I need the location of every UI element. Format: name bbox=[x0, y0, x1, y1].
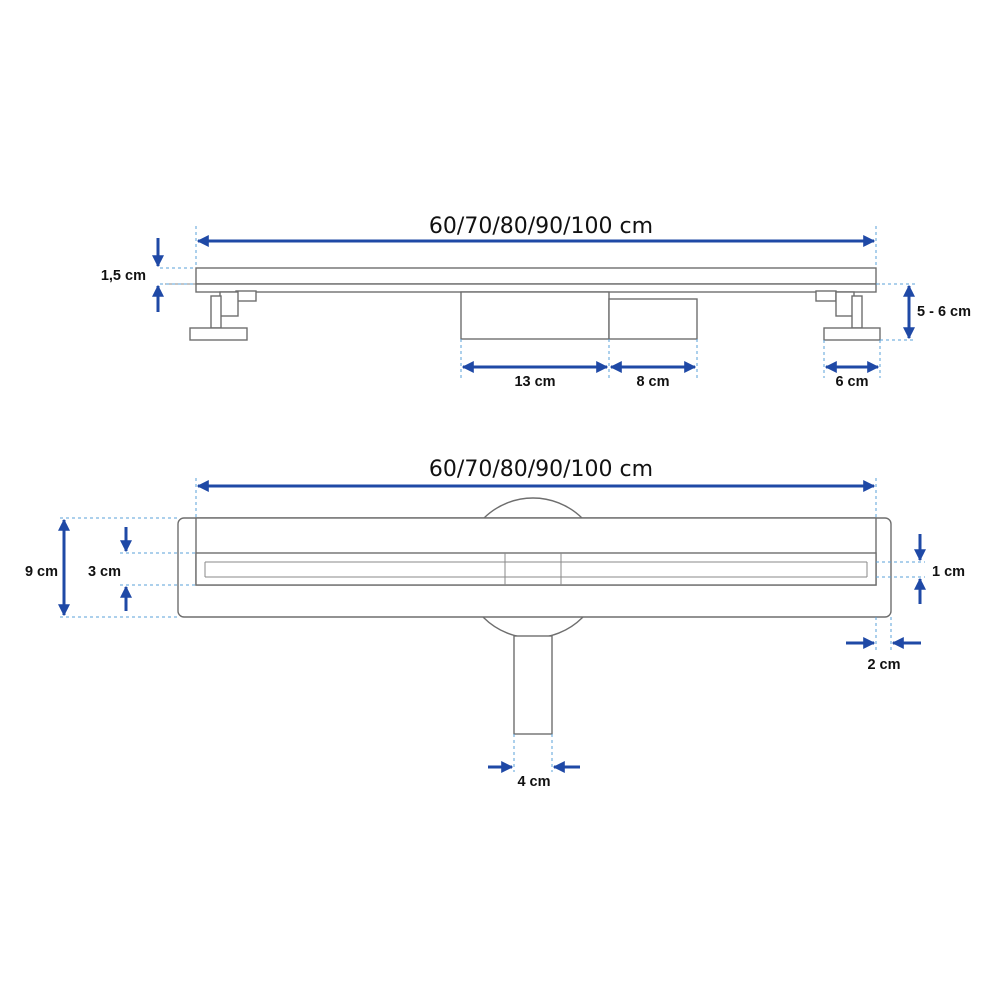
outlet-pipe bbox=[513, 635, 553, 735]
foot-width-label: 6 cm bbox=[835, 374, 868, 390]
total-height-label: 5 - 6 cm bbox=[917, 304, 971, 320]
edge-width-label: 2 cm bbox=[867, 657, 900, 673]
pipe-width-label: 4 cm bbox=[517, 774, 550, 790]
slot-width-label: 1 cm bbox=[932, 564, 965, 580]
body-width-label: 9 cm bbox=[25, 564, 58, 580]
outlet-box bbox=[460, 291, 610, 340]
outlet-ext-label: 8 cm bbox=[636, 374, 669, 390]
top-length-label: 60/70/80/90/100 cm bbox=[429, 457, 653, 482]
cover-height-label: 1,5 cm bbox=[101, 268, 146, 284]
outlet-width-label: 13 cm bbox=[514, 374, 555, 390]
grate bbox=[195, 552, 877, 586]
left-leveling-foot bbox=[189, 290, 257, 341]
length-label: 60/70/80/90/100 cm bbox=[429, 214, 653, 239]
right-leveling-foot bbox=[815, 290, 881, 341]
grate-width-label: 3 cm bbox=[88, 564, 121, 580]
channel-body bbox=[195, 283, 877, 293]
cover-plate bbox=[195, 267, 877, 285]
top-view: 60/70/80/90/100 cm 9 cm 3 cm 1 cm 2 cm 4… bbox=[25, 457, 965, 790]
outlet-extension bbox=[608, 298, 698, 340]
side-view: 60/70/80/90/100 cm 1,5 cm 13 cm 8 cm 6 c… bbox=[101, 214, 971, 390]
